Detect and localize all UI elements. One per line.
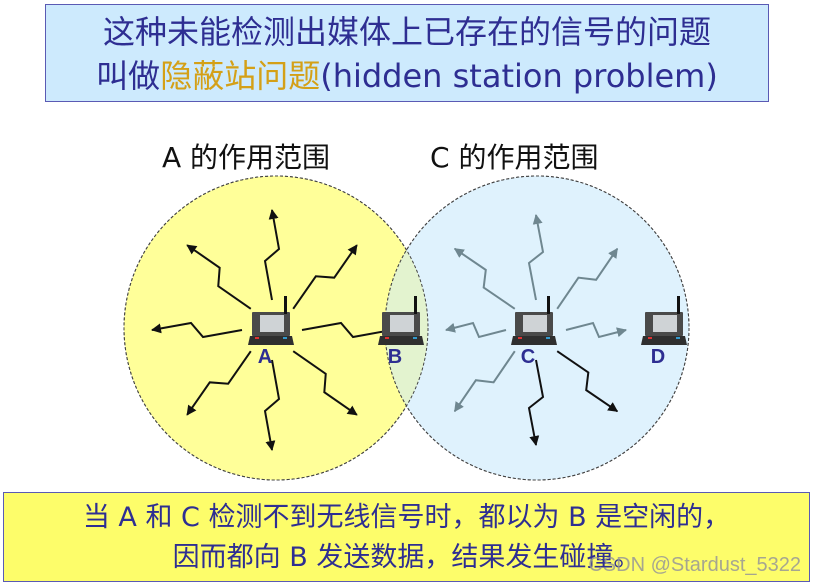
station-label: D bbox=[651, 346, 665, 368]
signal-arrow bbox=[301, 321, 393, 339]
signal-arrow bbox=[556, 247, 619, 310]
signal-arrow bbox=[263, 209, 281, 301]
signal-arrow bbox=[556, 350, 619, 413]
signal-arrow bbox=[445, 321, 507, 339]
caption-line-2: 因而都向 B 发送数据，结果发生碰撞。 bbox=[172, 542, 641, 573]
signal-arrow bbox=[292, 244, 358, 310]
title-box: 这种未能检测出媒体上已存在的信号的问题 叫做隐蔽站问题(hidden stati… bbox=[45, 4, 769, 102]
range-a-outline bbox=[123, 175, 429, 481]
signal-arrow bbox=[151, 321, 243, 339]
caption-line-1: 当 A 和 C 检测不到无线信号时，都以为 B 是空闲的， bbox=[82, 502, 731, 533]
station-label: A bbox=[258, 346, 272, 368]
laptop-icon bbox=[248, 296, 294, 345]
range-c-label: C 的作用范围 bbox=[430, 141, 599, 174]
title-suffix: (hidden station problem) bbox=[320, 57, 718, 95]
title-highlight: 隐蔽站问题 bbox=[160, 57, 321, 95]
station-label: C bbox=[521, 346, 535, 368]
title-line-1: 这种未能检测出媒体上已存在的信号的问题 bbox=[102, 13, 711, 51]
laptop-icon bbox=[641, 296, 687, 345]
signal-arrow bbox=[453, 247, 516, 310]
station-label: B bbox=[388, 346, 402, 368]
signal-arrow bbox=[527, 359, 545, 446]
caption-box: 当 A 和 C 检测不到无线信号时，都以为 B 是空闲的， 因而都向 B 发送数… bbox=[3, 492, 810, 582]
signal-arrow bbox=[186, 244, 252, 310]
signal-arrows bbox=[151, 209, 627, 451]
range-a-label: A 的作用范围 bbox=[162, 141, 331, 174]
signal-arrow bbox=[527, 214, 545, 301]
title-prefix: 叫做 bbox=[96, 57, 161, 95]
signal-arrow bbox=[263, 359, 281, 451]
signal-arrow bbox=[186, 350, 252, 416]
watermark: CSDN @Stardust_5322 bbox=[588, 554, 801, 576]
laptop-icon bbox=[511, 296, 557, 345]
signal-arrow bbox=[453, 350, 516, 413]
signal-arrow bbox=[565, 321, 627, 339]
stations: A B C D bbox=[248, 296, 687, 368]
title-line-2: 叫做隐蔽站问题(hidden station problem) bbox=[46, 54, 768, 98]
signal-arrow bbox=[292, 350, 358, 416]
laptop-icon bbox=[378, 296, 424, 345]
